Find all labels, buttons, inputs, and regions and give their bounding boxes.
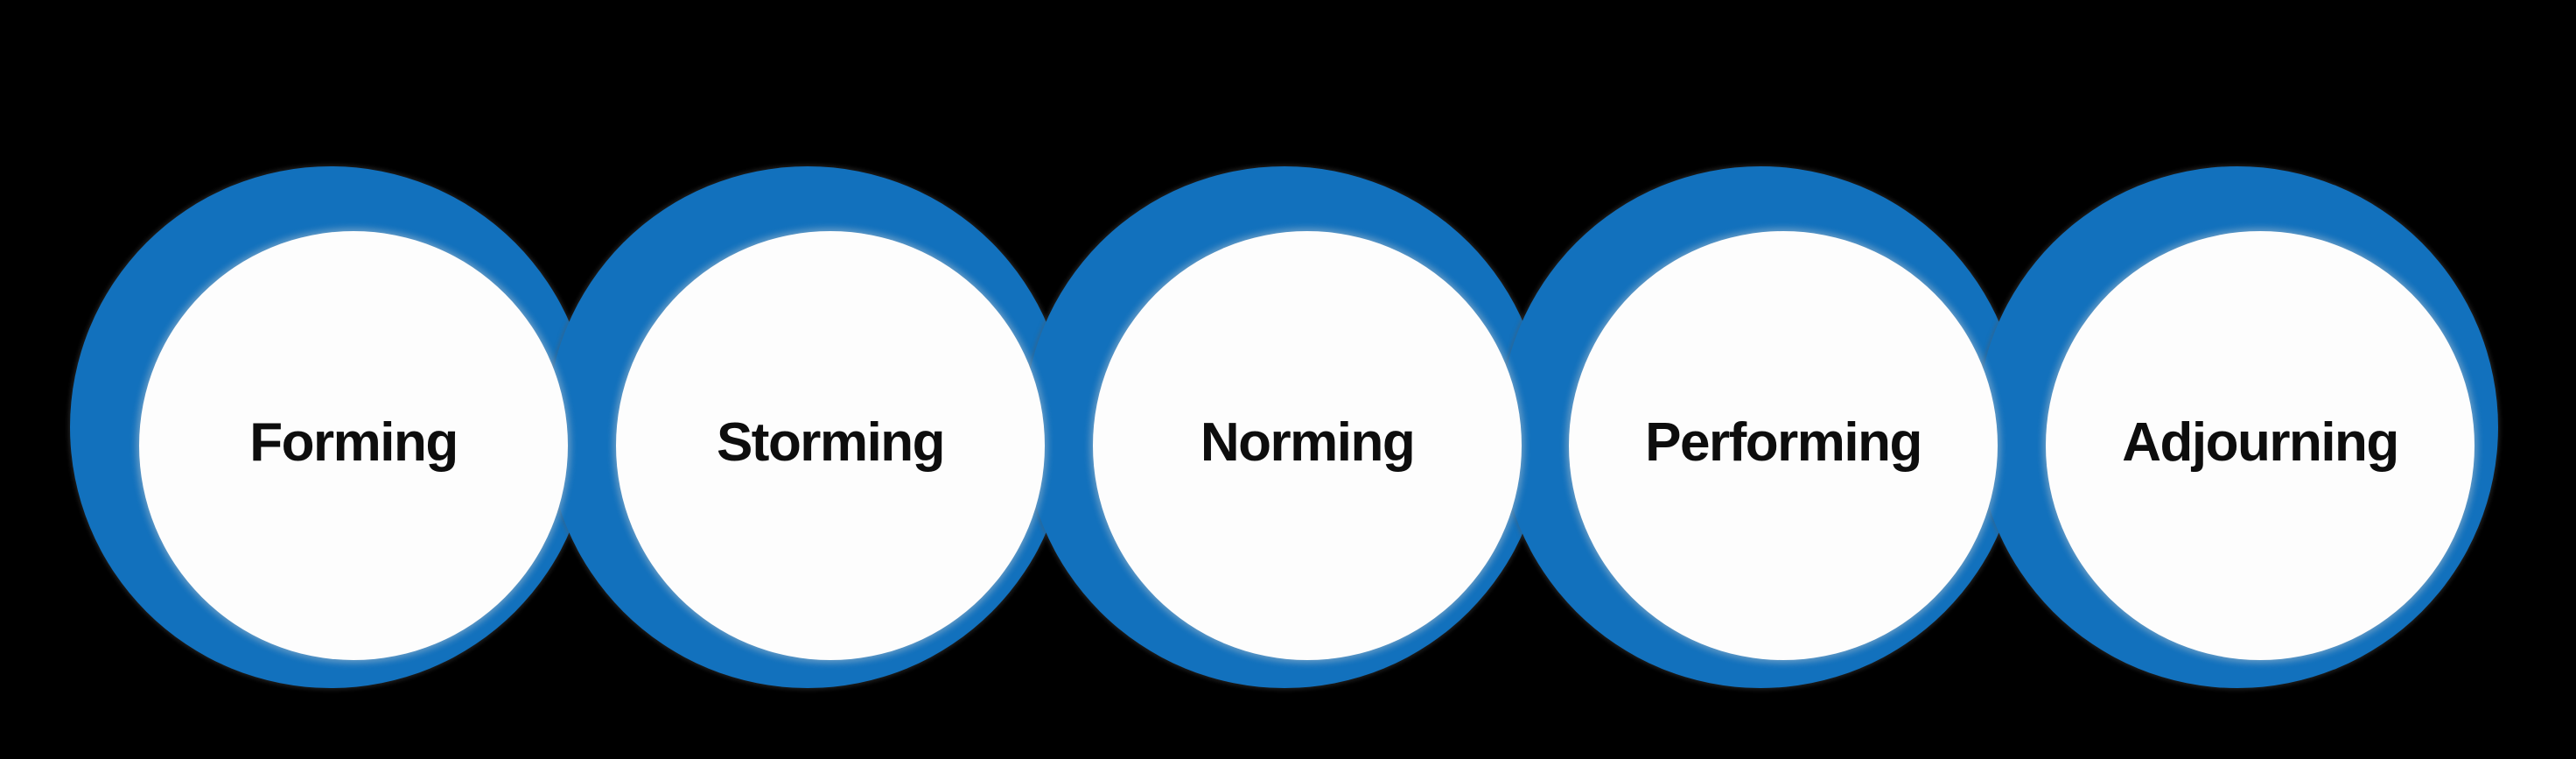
stage-performing-circle: Performing (1569, 231, 1998, 660)
stage-performing-label: Performing (1645, 411, 1922, 473)
stage-forming-circle: Forming (139, 231, 568, 660)
stage-forming: Forming (64, 160, 598, 694)
stage-storming-circle: Storming (616, 231, 1045, 660)
stage-storming: Storming (541, 160, 1074, 694)
stage-norming: Norming (1018, 160, 1551, 694)
stage-adjourning: Adjourning (1970, 160, 2504, 694)
stage-storming-label: Storming (716, 411, 946, 473)
stage-norming-circle: Norming (1093, 231, 1522, 660)
stage-norming-label: Norming (1200, 411, 1416, 473)
stage-adjourning-circle: Adjourning (2046, 231, 2474, 660)
stage-forming-label: Forming (249, 411, 458, 473)
stage-adjourning-label: Adjourning (2122, 411, 2399, 473)
stage-performing: Performing (1494, 160, 2027, 694)
